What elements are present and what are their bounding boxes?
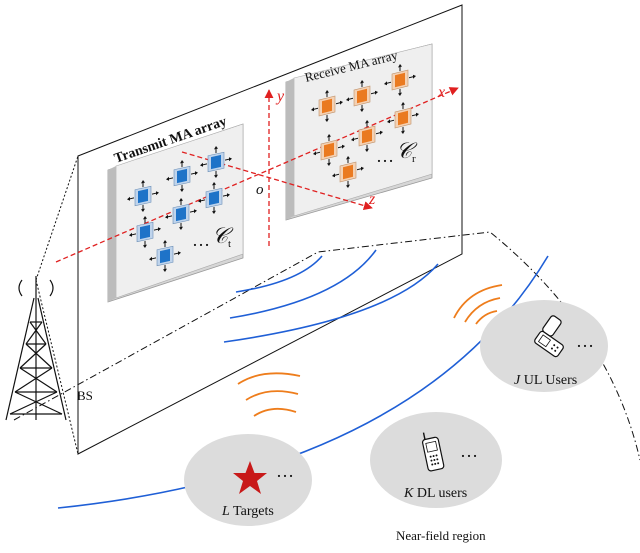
receive-ellipsis: … <box>376 146 394 166</box>
receive-element <box>345 75 379 117</box>
transmit-ellipsis: … <box>192 230 210 250</box>
dl-users-zone: … K DL users <box>370 412 502 508</box>
receive-element <box>386 97 420 139</box>
orange-waves-target <box>237 372 301 417</box>
targets-ellipsis: … <box>276 461 294 481</box>
transmit-element <box>197 178 231 218</box>
orange-waves-up <box>453 284 503 325</box>
origin-label: o <box>256 182 264 198</box>
receive-element <box>310 85 344 127</box>
transmit-element <box>126 176 160 216</box>
transmit-element <box>165 156 199 196</box>
targets-label: L Targets <box>221 504 274 519</box>
blue-wavefronts <box>57 249 549 509</box>
ul-users-zone: … J UL Users <box>480 300 608 392</box>
near-field-label: Near-field region <box>396 528 486 543</box>
axis-x-label: x <box>437 84 445 101</box>
dl-ellipsis: … <box>460 441 478 461</box>
receive-element <box>312 129 346 171</box>
ul-ellipsis: … <box>576 331 594 351</box>
tower-icon <box>5 276 67 421</box>
targets-zone: … L Targets <box>184 434 312 526</box>
transmit-element <box>128 212 162 252</box>
ul-label: J UL Users <box>514 373 577 388</box>
receive-element <box>331 151 365 193</box>
receive-element <box>350 115 384 157</box>
receive-element <box>383 59 417 101</box>
transmit-element <box>199 142 233 182</box>
mobile-phone-icon <box>421 432 445 472</box>
transmit-element <box>148 236 182 276</box>
axis-z-label: z <box>368 191 376 208</box>
flip-phone-icon <box>534 315 564 358</box>
transmit-element <box>164 194 198 234</box>
dl-label: K DL users <box>403 486 467 501</box>
bs-label: BS <box>77 388 93 403</box>
star-icon <box>233 461 267 494</box>
array-projection-frame <box>35 4 463 455</box>
axis-y-label: y <box>275 88 285 105</box>
